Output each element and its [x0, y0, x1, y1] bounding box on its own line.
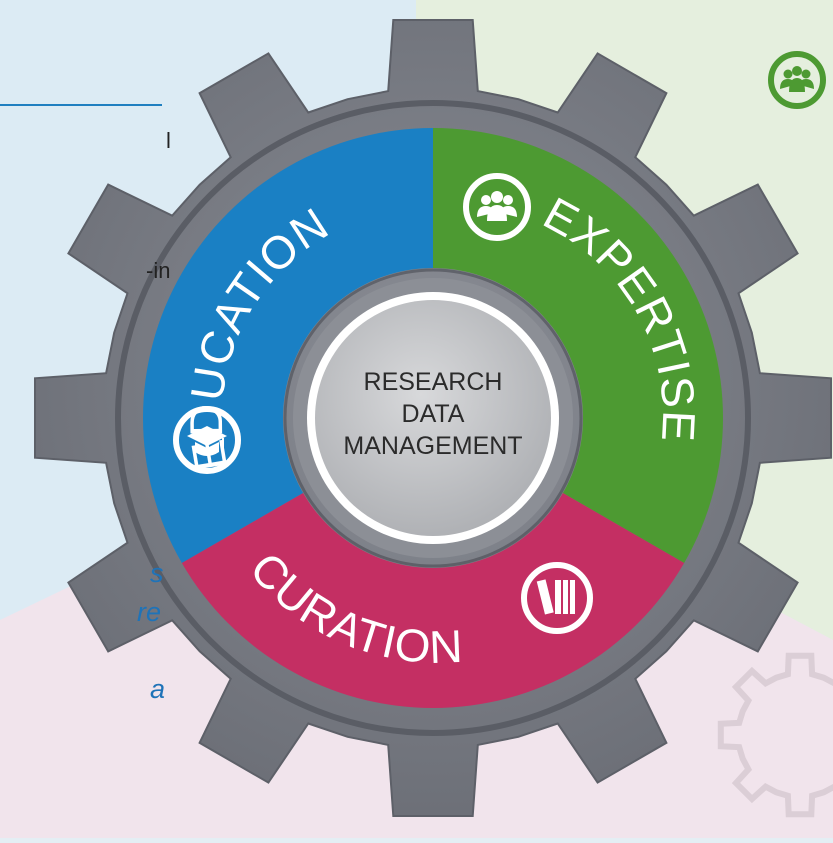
center-hub: [315, 300, 551, 536]
corner-people-group-icon: [768, 51, 826, 109]
background-text-fragment-1: l: [166, 128, 171, 153]
segment-education[interactable]: [143, 128, 433, 563]
center-line-3: MANAGEMENT: [343, 432, 522, 460]
center-line-1: RESEARCH: [364, 368, 503, 396]
center-line-2: DATA: [402, 400, 465, 428]
background-italic-fragment-1: s: [150, 558, 164, 588]
segment-curation[interactable]: [181, 493, 685, 708]
gear-rim: [115, 100, 751, 736]
background-text-fragment-2: -in: [146, 258, 171, 283]
inner-ring: [283, 268, 583, 568]
divider-line: [0, 104, 162, 106]
background-italic-fragment-2: re: [137, 597, 162, 627]
people-group-icon: [463, 173, 531, 241]
graduation-cap-icon: [173, 406, 241, 474]
background-italic-fragment-3: a: [150, 674, 166, 704]
faint-gear-shape: [717, 652, 833, 818]
books-icon: [521, 562, 593, 634]
decorative-faint-gear: [717, 652, 833, 818]
